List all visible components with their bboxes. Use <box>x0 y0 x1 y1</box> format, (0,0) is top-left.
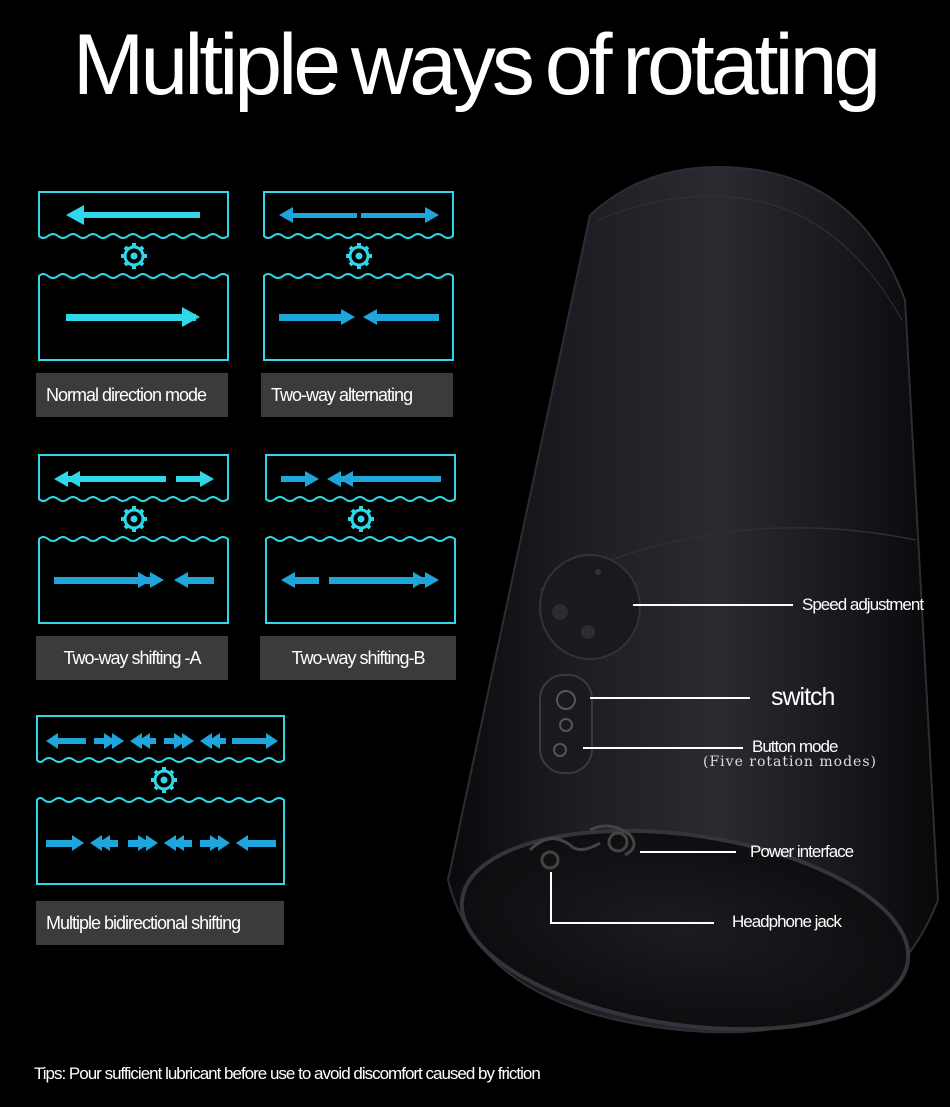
speed-dial <box>539 554 641 660</box>
mode-label-alternating: Two-way alternating <box>261 373 453 417</box>
headphone-jack-line <box>550 922 714 924</box>
mode-label-shifting-b: Two-way shifting-B <box>260 636 456 680</box>
button-mode-line <box>583 747 743 749</box>
device-image <box>440 160 950 1055</box>
button-mode-sublabel: (Five rotation modes) <box>703 754 877 770</box>
power-interface-line <box>640 851 736 853</box>
headphone-jack-label: Headphone jack <box>732 912 842 931</box>
mode-label-multiple: Multiple bidirectional shifting <box>36 901 284 945</box>
mode-diagram-shifting-b <box>265 453 457 625</box>
button-mode-label: Button mode <box>752 737 838 756</box>
speed-adjustment-line <box>633 604 793 606</box>
mode-diagram-normal <box>38 190 230 362</box>
switch-line <box>590 697 750 699</box>
mode-label-shifting-a: Two-way shifting -A <box>36 636 228 680</box>
button-panel <box>539 674 593 774</box>
arrow-left-icon <box>66 205 200 225</box>
headphone-jack-line-vertical <box>550 872 552 924</box>
tips-text: Tips: Pour sufficient lubricant before u… <box>34 1064 541 1083</box>
page-title: Multiple ways of rotating <box>72 17 882 113</box>
mode-label-normal: Normal direction mode <box>36 373 228 417</box>
switch-label: switch <box>771 683 835 711</box>
speed-adjustment-label: Speed adjustment <box>802 595 924 614</box>
mode-diagram-shifting-a <box>38 453 230 625</box>
mode-diagram-alternating <box>263 190 455 362</box>
arrow-right-icon <box>66 307 200 327</box>
power-interface-label: Power interface <box>750 842 854 861</box>
mode-diagram-multiple <box>36 714 286 886</box>
